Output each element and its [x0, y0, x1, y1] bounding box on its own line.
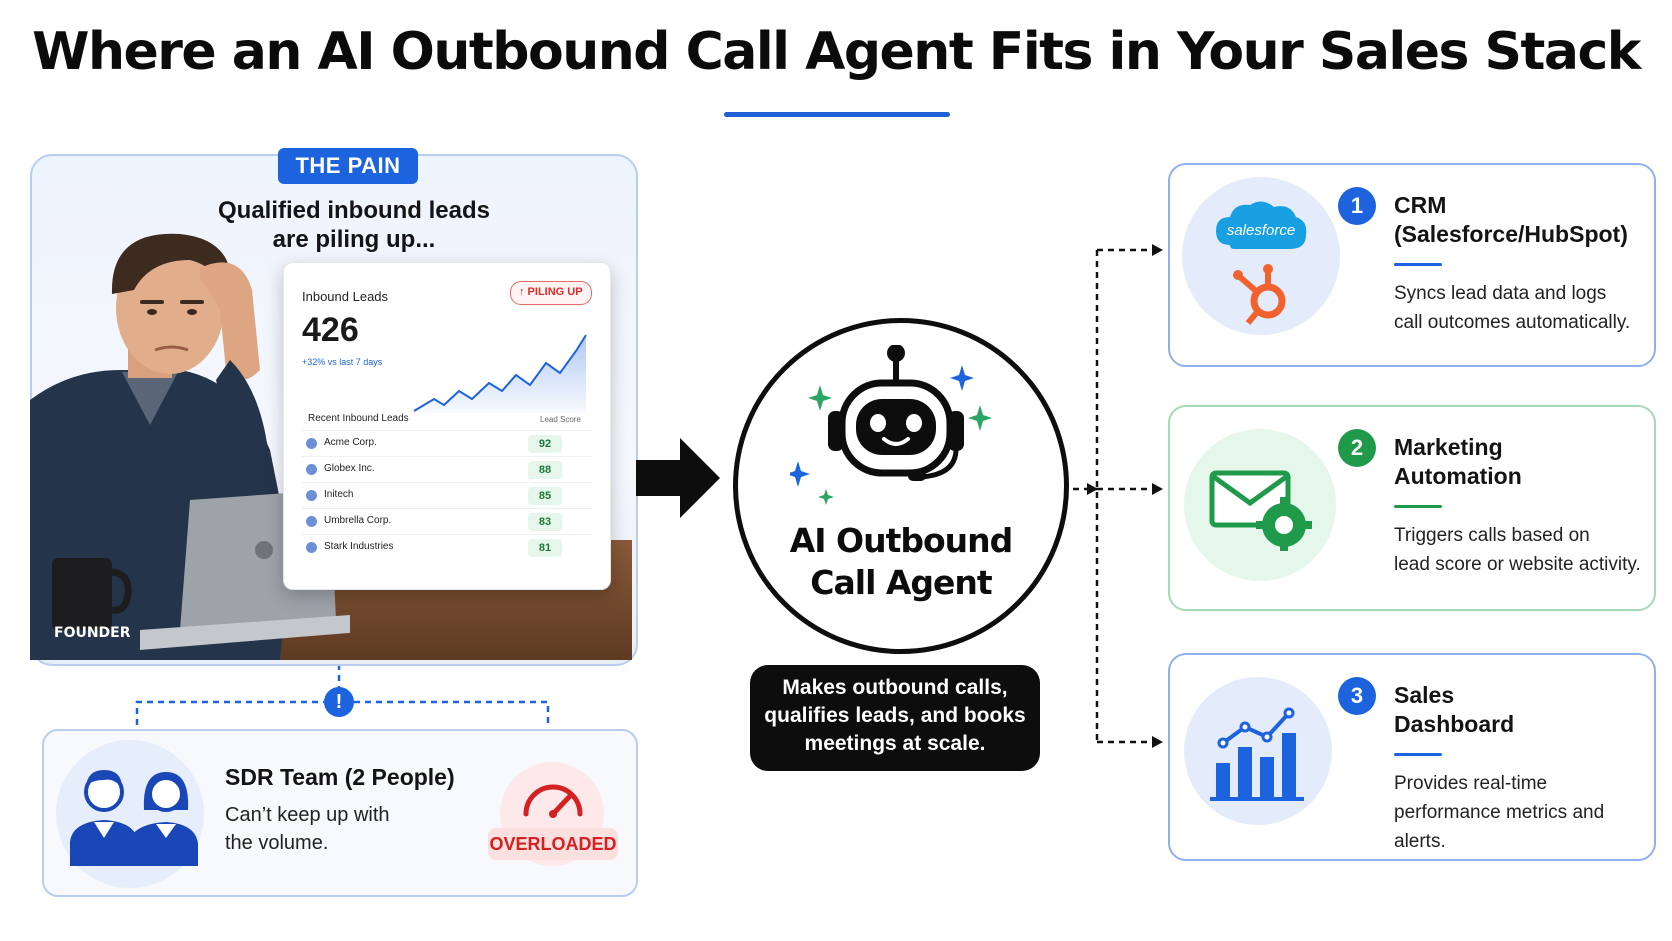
agent-title-line2: Call Agent — [810, 563, 992, 602]
bar-chart-icon — [1210, 707, 1304, 801]
marketing-divider — [1394, 505, 1442, 508]
step-number-badge: 1 — [1338, 187, 1376, 225]
crm-title-line1: CRM — [1394, 192, 1447, 218]
lead-score-header: Lead Score — [540, 415, 581, 424]
lead-name: Globex Inc. — [324, 463, 375, 474]
leads-card-title: Inbound Leads — [302, 289, 389, 304]
speedometer-icon — [523, 784, 583, 818]
inbound-leads-card: Inbound Leads ↑ PILING UP 426 +32% vs la… — [283, 262, 611, 590]
pain-caption-line2: are piling up... — [272, 226, 436, 253]
dashboard-description: Provides real-time performance metrics a… — [1394, 769, 1654, 856]
lead-score: 88 — [528, 461, 562, 479]
marketing-desc-line1: Triggers calls based on — [1394, 525, 1590, 546]
alert-icon: ! — [324, 687, 354, 717]
dashboard-title-line2: Dashboard — [1394, 711, 1515, 737]
sdr-desc-line2: the volume. — [225, 832, 329, 854]
robot-headset-icon — [790, 345, 992, 505]
lead-name: Umbrella Corp. — [324, 515, 392, 526]
pain-caption: Qualified inbound leads are piling up... — [180, 196, 528, 254]
marketing-title-line1: Marketing — [1394, 434, 1503, 460]
lead-name: Acme Corp. — [324, 437, 377, 448]
agent-circle — [733, 318, 1069, 654]
crm-description: Syncs lead data and logs call outcomes a… — [1394, 279, 1630, 337]
salesforce-hubspot-logo-icon: salesforce — [1216, 201, 1307, 325]
marketing-desc-line2: lead score or website activity. — [1394, 554, 1641, 575]
dashboard-divider — [1394, 753, 1442, 756]
lead-score: 92 — [528, 435, 562, 453]
step-number-badge: 2 — [1338, 429, 1376, 467]
user-icon — [306, 464, 317, 475]
page-title: Where an AI Outbound Call Agent Fits in … — [32, 22, 1641, 82]
piling-up-badge: ↑ PILING UP — [510, 281, 592, 305]
agent-description: Makes outbound calls, qualifies leads, a… — [750, 665, 1040, 771]
title-underline — [724, 112, 950, 117]
user-icon — [306, 438, 317, 449]
table-row: Stark Industries 81 — [302, 534, 592, 561]
lead-name: Initech — [324, 489, 354, 500]
dashboard-desc-line2: performance metrics and alerts. — [1394, 802, 1605, 852]
flow-arrow-icon — [636, 438, 720, 518]
crm-title-line2: (Salesforce/HubSpot) — [1394, 221, 1628, 247]
lead-name: Stark Industries — [324, 541, 394, 552]
agent-title: AI Outbound Call Agent — [733, 520, 1069, 604]
table-row: Umbrella Corp. 83 — [302, 508, 592, 535]
table-row: Acme Corp. 92 — [302, 430, 592, 457]
table-row: Initech 85 — [302, 482, 592, 509]
agent-desc-line3: meetings at scale. — [804, 732, 986, 755]
step-number-badge: 3 — [1338, 677, 1376, 715]
founder-mug-label: FOUNDER — [54, 625, 131, 641]
sdr-title: SDR Team (2 People) — [225, 764, 455, 790]
agent-desc-line1: Makes outbound calls, — [782, 676, 1008, 699]
marketing-title-line2: Automation — [1394, 463, 1522, 489]
user-icon — [306, 516, 317, 527]
leads-sparkline — [413, 334, 587, 413]
overloaded-badge: OVERLOADED — [488, 828, 618, 860]
marketing-automation-card: 2 Marketing Automation Triggers calls ba… — [1168, 405, 1656, 611]
sdr-desc-line1: Can’t keep up with — [225, 804, 390, 826]
table-row: Globex Inc. 88 — [302, 456, 592, 483]
dashboard-desc-line1: Provides real-time — [1394, 773, 1548, 794]
sdr-description: Can’t keep up with the volume. — [225, 801, 445, 857]
user-icon — [306, 542, 317, 553]
crm-title: CRM (Salesforce/HubSpot) — [1394, 191, 1628, 249]
agent-title-line1: AI Outbound — [789, 521, 1014, 560]
agent-desc-line2: qualifies leads, and books — [764, 704, 1026, 727]
lead-score: 83 — [528, 513, 562, 531]
pain-badge: THE PAIN — [278, 148, 418, 184]
user-icon — [306, 490, 317, 501]
pain-caption-line1: Qualified inbound leads — [217, 197, 490, 224]
dashboard-title: Sales Dashboard — [1394, 681, 1514, 739]
lead-score: 85 — [528, 487, 562, 505]
crm-desc-line1: Syncs lead data and logs — [1394, 283, 1607, 304]
crm-desc-line2: call outcomes automatically. — [1394, 312, 1631, 333]
lead-score: 81 — [528, 539, 562, 557]
team-icon — [70, 770, 198, 866]
email-gear-icon — [1209, 470, 1312, 551]
recent-leads-title: Recent Inbound Leads — [308, 413, 409, 424]
marketing-description: Triggers calls based on lead score or we… — [1394, 521, 1641, 579]
sales-dashboard-card: 3 Sales Dashboard Provides real-time per… — [1168, 653, 1656, 861]
crm-divider — [1394, 263, 1442, 266]
crm-card: salesforce 1 CRM (Salesforce/HubSpot) Sy… — [1168, 163, 1656, 367]
leads-delta: +32% vs last 7 days — [302, 357, 383, 367]
founder-illustration — [30, 233, 350, 660]
salesforce-logo-text: salesforce — [1227, 222, 1295, 239]
leads-count: 426 — [302, 311, 359, 349]
dashboard-title-line1: Sales — [1394, 682, 1455, 708]
marketing-title: Marketing Automation — [1394, 433, 1522, 491]
